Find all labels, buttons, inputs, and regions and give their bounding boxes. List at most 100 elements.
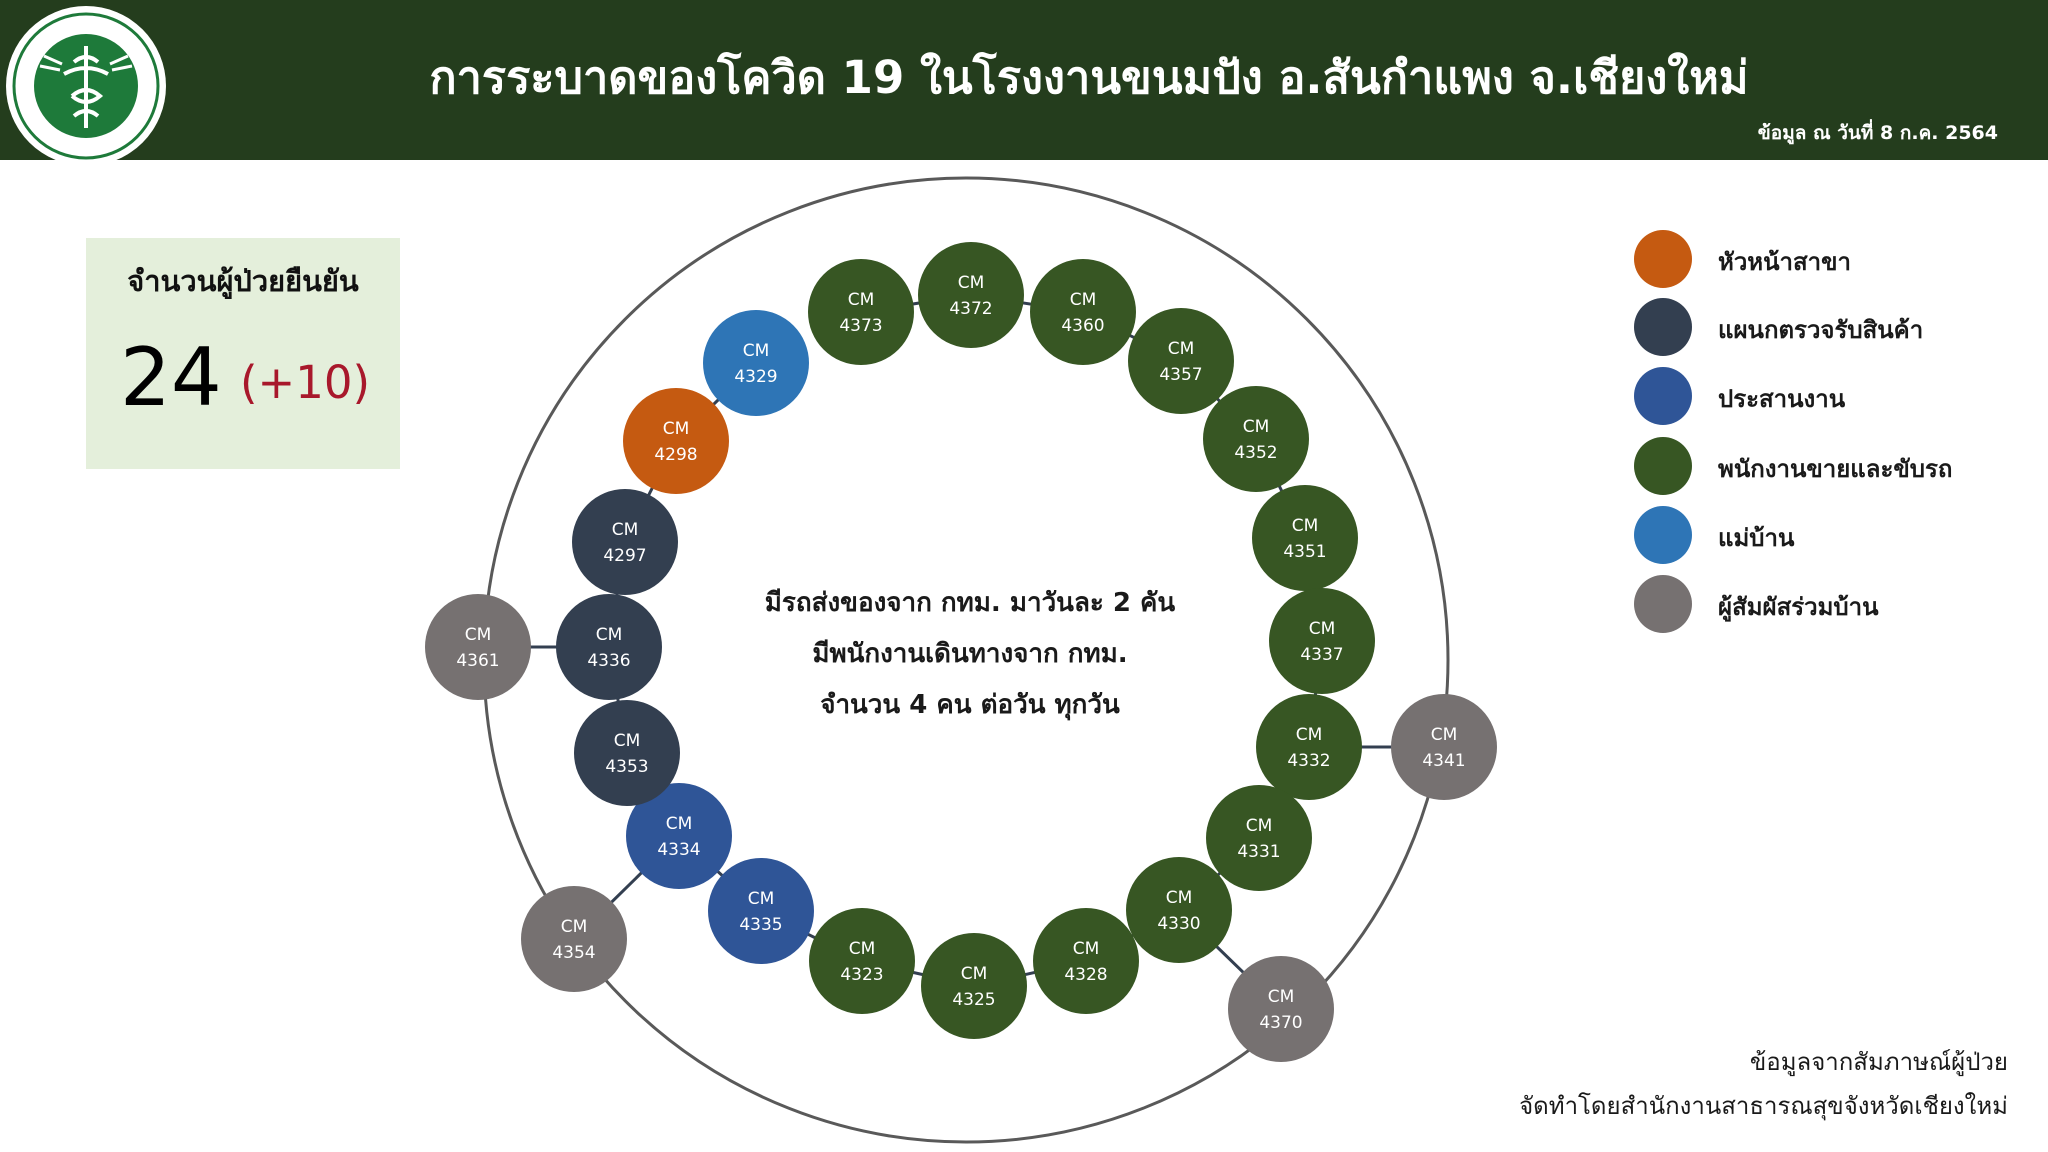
case-node-prefix: CM [663,419,690,439]
footer-credits: ข้อมูลจากสัมภาษณ์ผู้ป่วย จัดทำโดยสำนักงา… [1519,1040,2008,1128]
case-node-circle [1252,485,1358,591]
case-node-4335: CM 4335 [708,858,814,964]
case-node-4361: CM 4361 [425,594,531,700]
case-node-prefix: CM [748,889,775,909]
case-node-id: 4372 [949,299,992,319]
case-node-id: 4330 [1157,914,1200,934]
case-node-circle [1030,259,1136,365]
case-node-prefix: CM [1246,816,1273,836]
case-node-prefix: CM [1309,619,1336,639]
case-node-id: 4329 [734,367,777,387]
legend-dot [1634,298,1692,356]
case-node-4341: CM 4341 [1391,694,1497,800]
case-node-circle [1033,908,1139,1014]
center-note: มีรถส่งของจาก กทม. มาวันละ 2 คัน มีพนักง… [700,578,1240,731]
confirmed-cases-label: จำนวนผู้ป่วยยืนยัน [127,264,359,298]
case-node-prefix: CM [1296,725,1323,745]
case-node-4354: CM 4354 [521,886,627,992]
case-node-circle [1128,308,1234,414]
case-node-circle [921,933,1027,1039]
case-node-circle [1126,857,1232,963]
legend-dot [1634,437,1692,495]
case-node-4357: CM 4357 [1128,308,1234,414]
case-node-4298: CM 4298 [623,388,729,494]
center-note-line-2: มีพนักงานเดินทางจาก กทม. [812,639,1128,669]
case-node-circle [521,886,627,992]
footer-producer: จัดทำโดยสำนักงานสาธารณสุขจังหวัดเชียงใหม… [1519,1092,2008,1120]
case-node-prefix: CM [614,731,641,751]
case-node-prefix: CM [465,625,492,645]
case-node-circle [918,242,1024,348]
case-node-id: 4335 [739,915,782,935]
case-node-id: 4334 [657,840,700,860]
case-node-4372: CM 4372 [918,242,1024,348]
case-node-circle [809,908,915,1014]
case-node-4373: CM 4373 [808,259,914,365]
legend-label: แผนกตรวจรับสินค้า [1718,316,1924,344]
case-node-4334: CM 4334 [626,783,732,889]
legend-label: หัวหน้าสาขา [1718,248,1852,276]
case-node-id: 4357 [1159,365,1202,385]
case-node-id: 4373 [839,316,882,336]
case-node-prefix: CM [1431,725,1458,745]
case-node-id: 4360 [1061,316,1104,336]
case-node-4370: CM 4370 [1228,956,1334,1062]
case-node-circle [572,489,678,595]
footer-source: ข้อมูลจากสัมภาษณ์ผู้ป่วย [1749,1048,2008,1076]
case-node-id: 4370 [1259,1013,1302,1033]
case-node-4353: CM 4353 [574,700,680,806]
case-node-circle [808,259,914,365]
case-node-prefix: CM [1268,987,1295,1007]
case-node-id: 4331 [1237,842,1280,862]
case-node-prefix: CM [743,341,770,361]
case-node-circle [574,700,680,806]
legend-label: พนักงานขายและขับรถ [1718,455,1953,483]
case-node-id: 4332 [1287,751,1330,771]
case-node-circle [1391,694,1497,800]
ministry-logo-icon [6,6,166,166]
center-note-line-1: มีรถส่งของจาก กทม. มาวันละ 2 คัน [764,588,1176,618]
case-node-prefix: CM [1292,516,1319,536]
case-node-circle [1206,785,1312,891]
legend-dot [1634,575,1692,633]
case-node-id: 4341 [1422,751,1465,771]
legend-label: ผู้สัมผัสร่วมบ้าน [1718,593,1879,621]
case-node-4332: CM 4332 [1256,694,1362,800]
legend-label: ประสานงาน [1718,385,1846,413]
case-node-id: 4298 [654,445,697,465]
case-node-4325: CM 4325 [921,933,1027,1039]
case-node-id: 4361 [456,651,499,671]
case-node-4331: CM 4331 [1206,785,1312,891]
case-node-prefix: CM [1243,417,1270,437]
case-node-id: 4328 [1064,965,1107,985]
case-node-circle [1203,386,1309,492]
case-node-prefix: CM [612,520,639,540]
case-node-id: 4353 [605,757,648,777]
case-node-id: 4354 [552,943,595,963]
case-node-prefix: CM [1168,339,1195,359]
case-node-circle [703,310,809,416]
case-node-4329: CM 4329 [703,310,809,416]
case-node-prefix: CM [666,814,693,834]
case-node-id: 4325 [952,990,995,1010]
case-node-circle [626,783,732,889]
case-node-prefix: CM [848,290,875,310]
case-node-prefix: CM [849,939,876,959]
case-node-circle [1228,956,1334,1062]
confirmed-cases-total: 24 [120,331,222,424]
case-node-prefix: CM [561,917,588,937]
legend-dot [1634,230,1692,288]
case-node-prefix: CM [961,964,988,984]
confirmed-cases-panel: จำนวนผู้ป่วยยืนยัน 24 (+10) [86,238,400,469]
case-node-circle [556,594,662,700]
case-node-prefix: CM [1070,290,1097,310]
case-node-circle [1269,588,1375,694]
case-node-4360: CM 4360 [1030,259,1136,365]
case-node-prefix: CM [958,273,985,293]
